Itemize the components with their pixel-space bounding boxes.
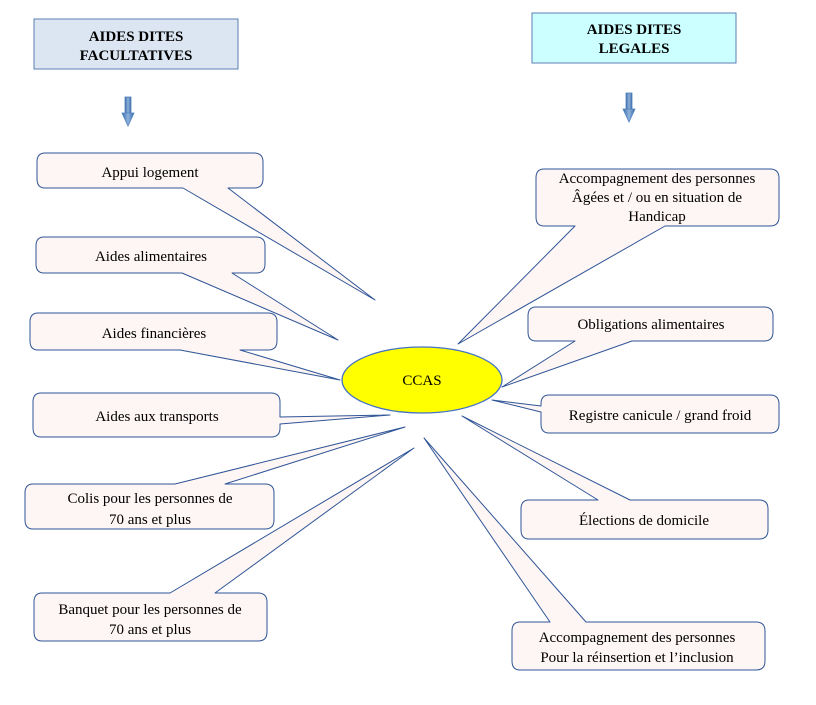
header-facultatives-box [33, 18, 239, 70]
callout-label: Âgées et / ou en situation de [572, 189, 742, 206]
header-facultatives: AIDES DITES FACULTATIVES [33, 18, 239, 70]
callout-banquet: Banquet pour les personnes de 70 ans et … [33, 447, 415, 642]
header-legales: AIDES DITES LEGALES [531, 12, 737, 64]
callout-shape [501, 306, 774, 388]
callout-shape [457, 168, 780, 345]
callout-shape [24, 426, 406, 530]
header-facultatives-line-1: AIDES DITES [89, 29, 184, 45]
callout-shape [32, 392, 391, 438]
callout-label: Pour la réinsertion et l’inclusion [540, 650, 734, 666]
down-arrow-icon [121, 96, 135, 127]
callout-label: 70 ans et plus [109, 622, 191, 638]
callout-label: Élections de domicile [579, 512, 709, 529]
callout-elections-domicile: Élections de domicile [461, 415, 769, 540]
callout-accompagnement-reinsertion: Accompagnement des personnes Pour la réi… [423, 437, 766, 671]
callout-colis: Colis pour les personnes de 70 ans et pl… [24, 426, 406, 530]
callout-aides-financieres: Aides financières [29, 312, 341, 381]
header-legales-line-1: AIDES DITES [587, 22, 682, 38]
callout-appui-logement: Appui logement [36, 152, 376, 301]
callout-label: Colis pour les personnes de [68, 491, 233, 507]
center-label: CCAS [402, 373, 441, 389]
header-legales-box [531, 12, 737, 64]
callout-registre-canicule: Registre canicule / grand froid [491, 394, 780, 434]
callout-shape [423, 437, 766, 671]
callout-label: Aides financières [102, 326, 207, 342]
down-arrow-icon [622, 92, 636, 123]
callout-label: Aides aux transports [95, 409, 218, 425]
callout-label: Appui logement [101, 165, 199, 181]
center-ccas: CCAS [341, 346, 503, 414]
callout-aides-alimentaires: Aides alimentaires [35, 236, 339, 341]
header-facultatives-line-2: FACULTATIVES [80, 48, 193, 64]
callout-label: 70 ans et plus [109, 512, 191, 528]
callout-aides-transports: Aides aux transports [32, 392, 391, 438]
callout-label: Handicap [628, 209, 685, 225]
callout-accompagnement-agees: Accompagnement des personnes Âgées et / … [457, 168, 780, 345]
callout-label: Accompagnement des personnes [559, 171, 756, 187]
callout-obligations-alimentaires: Obligations alimentaires [501, 306, 774, 388]
header-legales-line-2: LEGALES [599, 41, 670, 57]
callout-shape [29, 312, 341, 381]
callout-label: Aides alimentaires [95, 249, 207, 265]
callout-shape [491, 394, 780, 434]
callout-shape [461, 415, 769, 540]
callout-label: Banquet pour les personnes de [58, 602, 242, 618]
callout-shape [35, 236, 339, 341]
callout-shape [33, 447, 415, 642]
callout-label: Obligations alimentaires [577, 317, 724, 333]
center-ellipse [341, 346, 503, 414]
callout-label: Accompagnement des personnes [539, 630, 736, 646]
callout-shape [36, 152, 376, 301]
callout-label: Registre canicule / grand froid [569, 408, 752, 424]
